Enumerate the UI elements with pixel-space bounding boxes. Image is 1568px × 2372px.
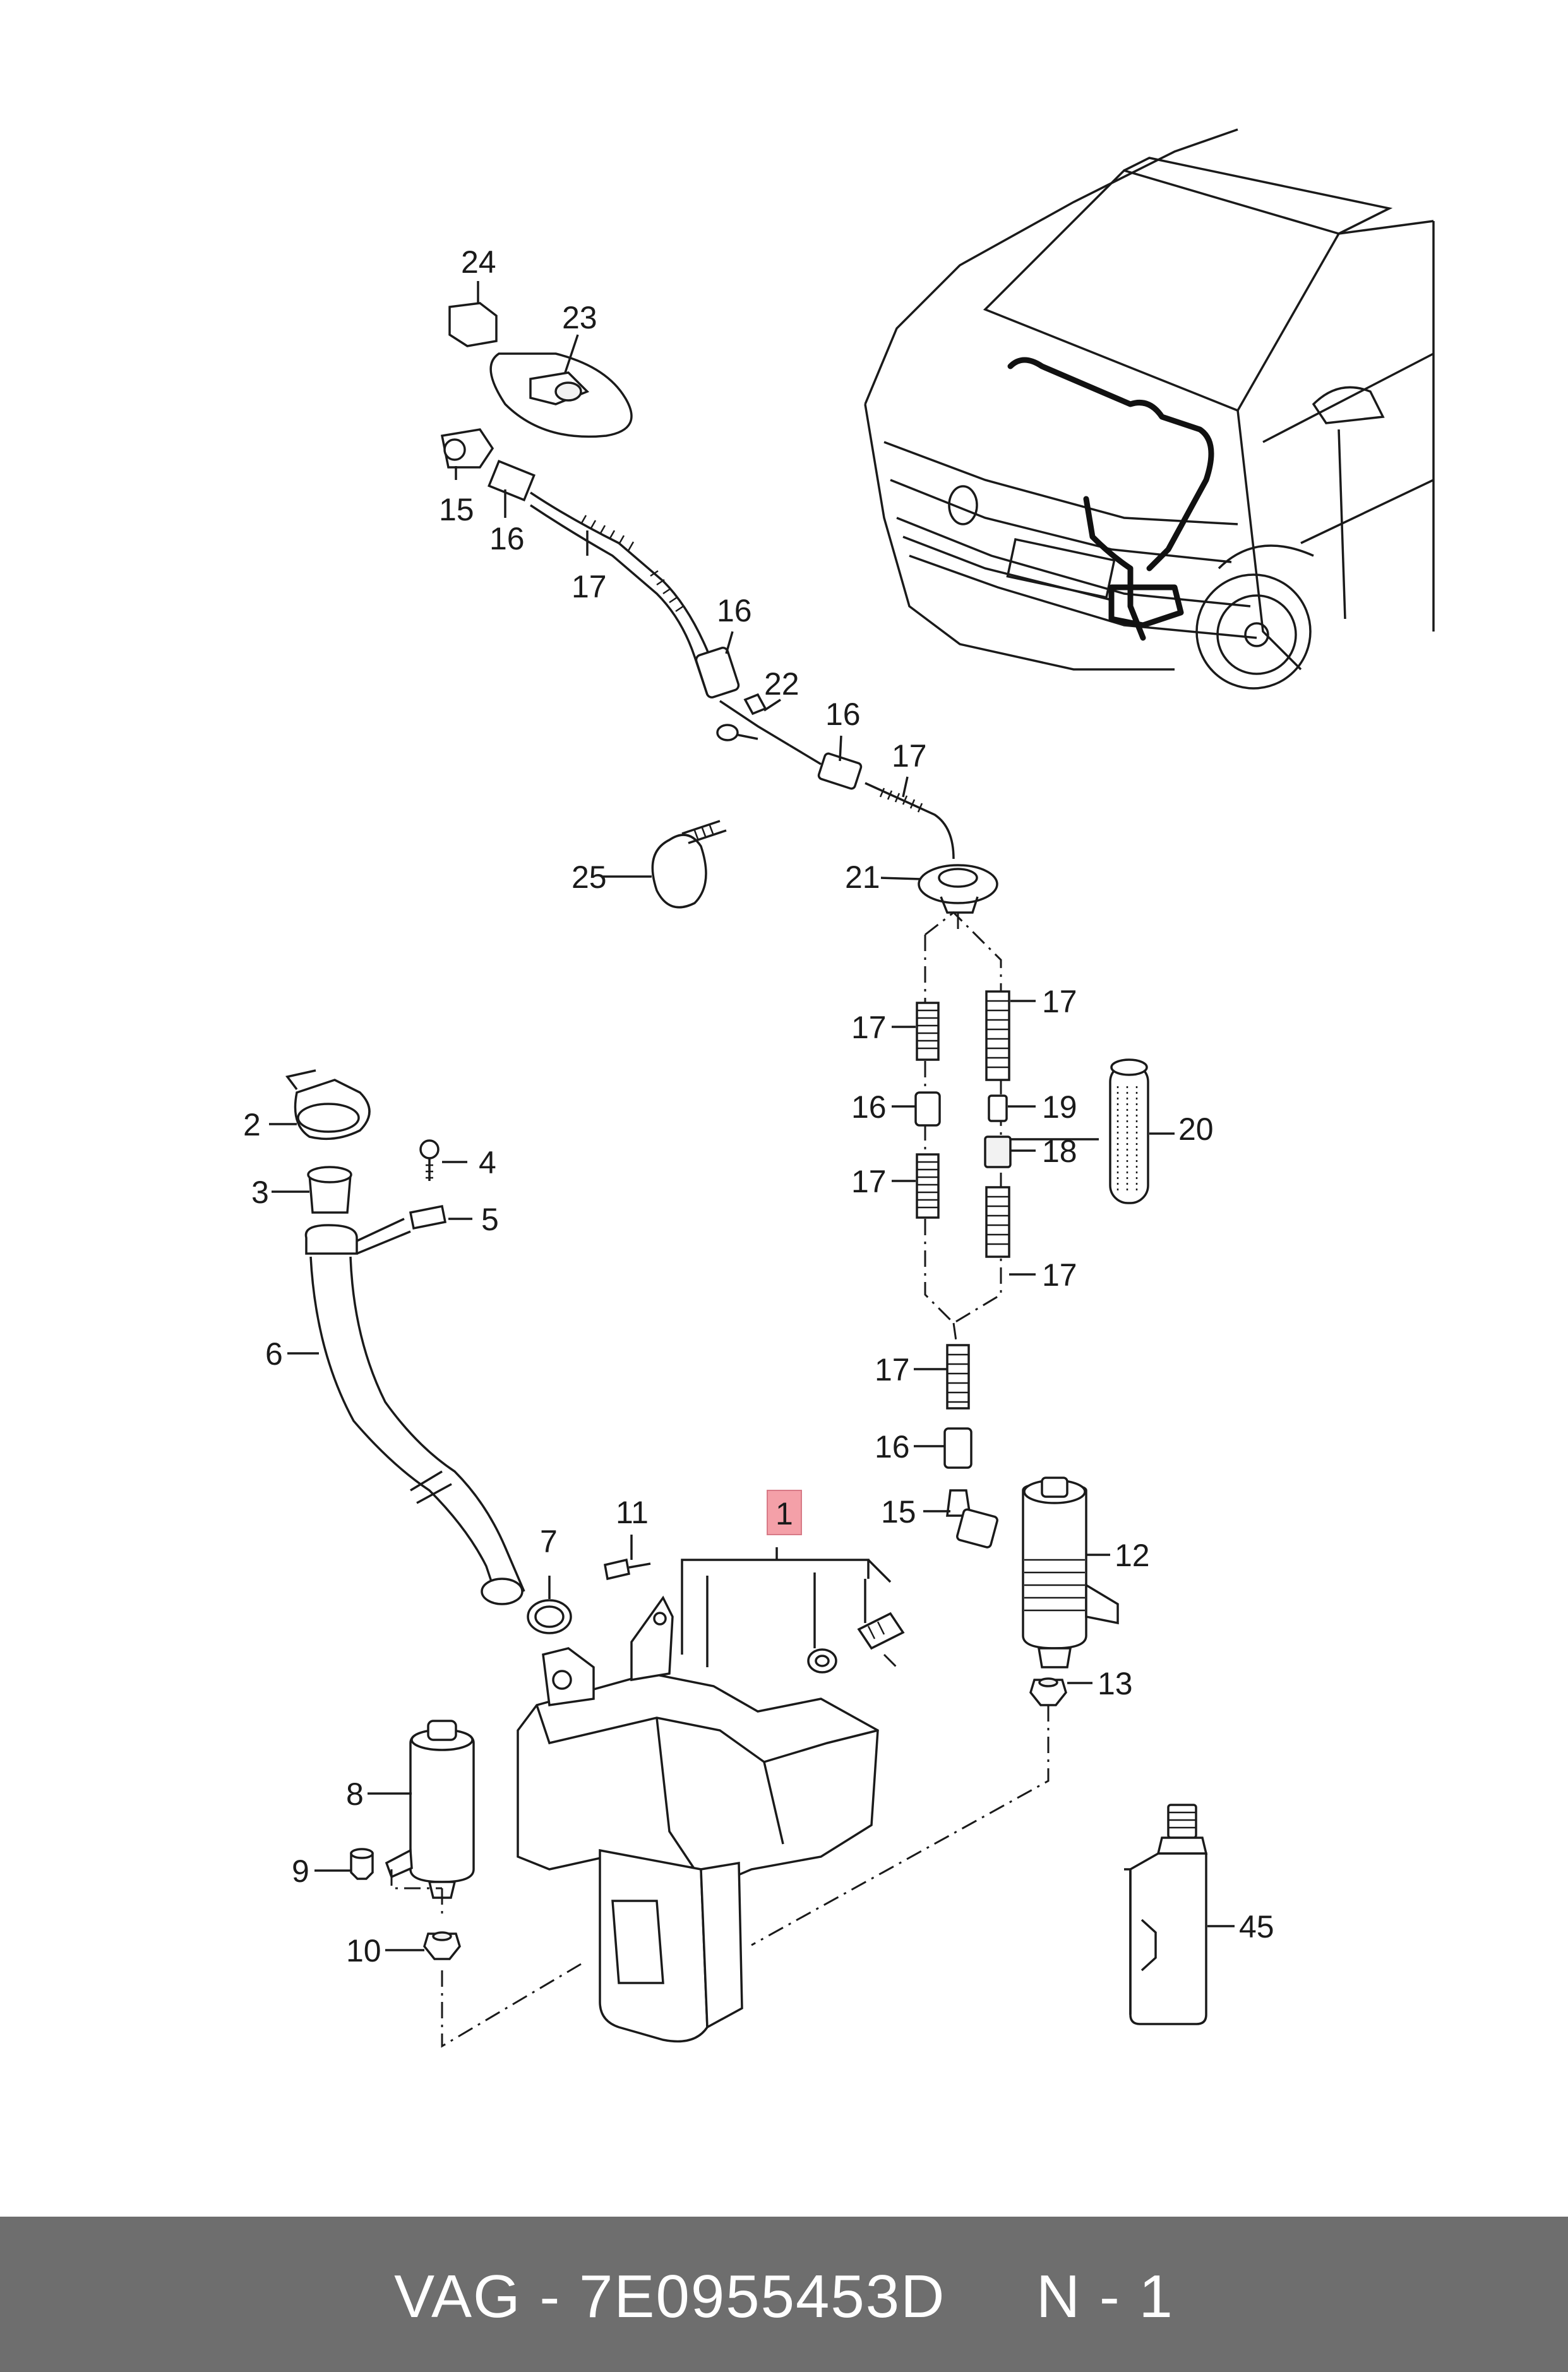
callout-12[interactable]: 12 xyxy=(1115,1538,1150,1573)
callout-16-mid[interactable]: 16 xyxy=(717,593,752,628)
callout-17-box-right-bottom[interactable]: 17 xyxy=(1042,1257,1077,1293)
callout-8[interactable]: 8 xyxy=(346,1776,364,1812)
dash-dot-guides xyxy=(390,913,1050,2048)
washer-pump-12 xyxy=(956,1477,1119,1706)
callout-10[interactable]: 10 xyxy=(346,1933,381,1968)
group-bracket-1 xyxy=(681,1547,870,1655)
callout-17-box-left-top[interactable]: 17 xyxy=(851,1010,887,1045)
callout-20[interactable]: 20 xyxy=(1178,1111,1214,1147)
callout-6[interactable]: 6 xyxy=(265,1336,283,1372)
callout-16-tee[interactable]: 16 xyxy=(825,697,861,732)
callout-24[interactable]: 24 xyxy=(461,244,496,280)
callout-5[interactable]: 5 xyxy=(481,1202,499,1237)
callout-17-lower[interactable]: 17 xyxy=(875,1352,910,1387)
callout-25[interactable]: 25 xyxy=(572,860,607,895)
washer-pump-8 xyxy=(350,1720,475,1960)
callout-15-lower[interactable]: 15 xyxy=(881,1494,916,1530)
callout-17-box-left-bottom[interactable]: 17 xyxy=(851,1164,887,1199)
callout-16-lower[interactable]: 16 xyxy=(875,1429,910,1465)
callout-17-upper[interactable]: 17 xyxy=(572,569,607,604)
callout-9[interactable]: 9 xyxy=(292,1854,309,1889)
washer-reservoir xyxy=(517,1595,905,2043)
parts-diagram: 1 24 23 15 16 17 16 22 16 17 21 25 17 16… xyxy=(243,128,1435,2048)
callout-3[interactable]: 3 xyxy=(251,1175,269,1210)
upper-hose-assembly xyxy=(440,302,998,914)
part-number-caption: VAG - 7E0955453D N - 1 xyxy=(394,2263,1174,2330)
callout-45[interactable]: 45 xyxy=(1239,1909,1274,1944)
hose-detail-box xyxy=(914,911,1149,1517)
callout-7[interactable]: 7 xyxy=(540,1524,558,1559)
callout-labels: 1 24 23 15 16 17 16 22 16 17 21 25 17 16… xyxy=(243,244,1274,1968)
callout-19[interactable]: 19 xyxy=(1042,1089,1077,1125)
callout-11[interactable]: 11 xyxy=(616,1495,649,1530)
callout-16-box-left[interactable]: 16 xyxy=(851,1089,887,1125)
callout-2[interactable]: 2 xyxy=(243,1107,261,1142)
callout-17-tee[interactable]: 17 xyxy=(892,738,927,774)
callout-21[interactable]: 21 xyxy=(845,860,880,895)
callout-4[interactable]: 4 xyxy=(479,1145,496,1180)
callout-23[interactable]: 23 xyxy=(562,300,597,335)
footer-bar: VAG - 7E0955453D N - 1 xyxy=(0,2217,1568,2372)
group-bracket-branches xyxy=(706,1559,892,1667)
highlight-part-1 xyxy=(767,1490,802,1535)
leader-lines xyxy=(269,281,1235,1951)
callout-17-box-right-top[interactable]: 17 xyxy=(1042,984,1077,1019)
callout-13[interactable]: 13 xyxy=(1098,1666,1133,1701)
vehicle-illustration xyxy=(864,128,1435,690)
filler-neck-assembly xyxy=(285,1069,651,1634)
callout-22[interactable]: 22 xyxy=(764,666,799,702)
washer-fluid-bottle xyxy=(1124,1804,1208,2025)
callout-1[interactable]: 1 xyxy=(775,1496,793,1531)
callout-15-upper[interactable]: 15 xyxy=(439,492,474,527)
callout-18[interactable]: 18 xyxy=(1042,1134,1077,1169)
callout-16-upper[interactable]: 16 xyxy=(489,521,525,556)
